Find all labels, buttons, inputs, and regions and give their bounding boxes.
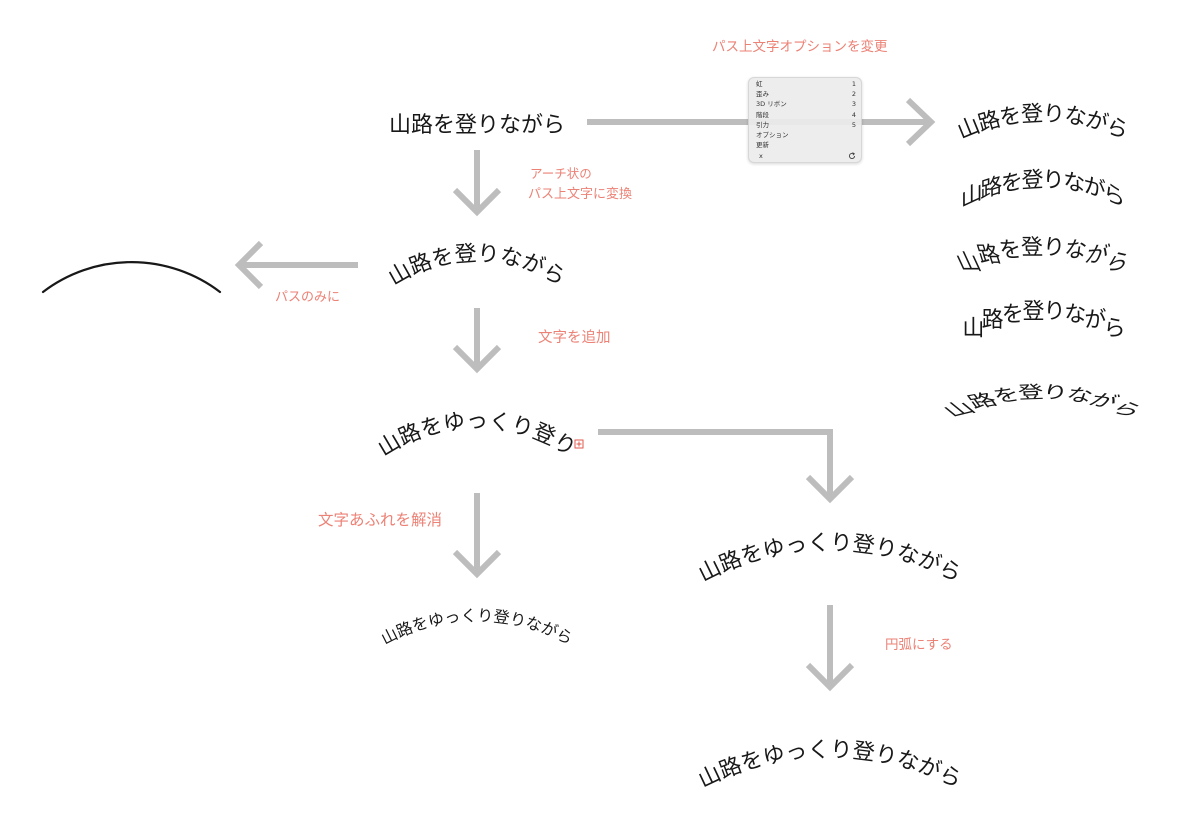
circular-arc-text[interactable]: 山路をゆっくり登りながら [695,738,966,794]
effect-glyph: を [990,385,1023,407]
effect-result-skew[interactable]: 山路を登りながら [961,168,1125,214]
effect-glyph: 登 [1022,168,1044,194]
annotation-path-only: パスのみに [275,290,340,305]
effect-item-rainbow[interactable]: 虹 1 [756,79,856,89]
effect-label: 3D リボン [756,100,787,109]
arrow-to-path-only [234,240,358,290]
reset-icon[interactable] [848,152,856,160]
effect-glyph: 山 [961,179,983,214]
annotation-change-options: パス上文字オプションを変更 [712,38,888,55]
effect-glyph: が [1084,390,1123,413]
effect-glyph: を [1002,302,1024,327]
effect-glyph: が [1084,308,1106,333]
effect-glyph: り [1043,299,1065,324]
effect-item-stair-step[interactable]: 階段 4 [756,110,856,120]
text-overflow-icon[interactable] [574,439,584,449]
effect-glyph: 登 [1020,235,1044,260]
panel-footer: x [756,151,856,161]
arched-text[interactable]: 山路を登りながら [384,242,569,291]
effect-glyph: 登 [1022,299,1044,324]
effect-shortcut: 3 [851,100,856,109]
effect-glyph: を [1001,168,1023,198]
update-menu-item[interactable]: 更新 [756,140,856,150]
circular-text-container[interactable]: 山路をゆっくり登りながら [695,738,966,794]
effect-glyph: 山 [962,317,984,342]
effect-glyph: が [1084,172,1106,204]
effect-label: 歪み [756,90,769,99]
effect-glyph: 路 [964,390,1003,413]
overflowing-text[interactable]: 山路をゆっくり登り [374,409,580,462]
effect-glyph: り [1043,168,1065,194]
effect-result-stair-step[interactable]: 山路を登りながら [962,299,1125,341]
update-label: 更新 [756,141,769,150]
close-button[interactable]: x [759,152,763,161]
arrow-to-arch [452,150,502,217]
options-menu-item[interactable]: オプション [756,130,856,140]
effect-glyph: 登 [1017,383,1045,404]
effect-result-gravity[interactable]: 山路を登りながら [937,383,1150,421]
annotation-convert-line1: アーチ状の [530,166,592,181]
path-text-options-panel: 虹 1 歪み 2 3D リボン 3 階段 4 引力 5 オプション 更新 x [748,77,862,163]
overflowing-text-container[interactable]: 山路をゆっくり登り [374,409,580,462]
effect-glyph: な [1063,103,1089,131]
effect-glyph: を [998,103,1024,131]
effect-label: 虹 [756,80,763,88]
arrow-to-add-text [452,308,502,374]
annotation-make-arc: 円弧にする [885,637,953,653]
effect-label: 階段 [756,110,769,119]
resolved-text[interactable]: 山路をゆっくり登りながら [378,606,576,648]
arrow-to-widened-arch [598,429,855,504]
widened-text-container[interactable]: 山路をゆっくり登りながら [695,531,965,588]
effect-glyph: な [1062,237,1089,263]
effect-item-3d-ribbon[interactable]: 3D リボン 3 [756,99,856,109]
effect-glyph: り [1041,383,1069,404]
effect-glyph: な [1063,385,1096,407]
effect-result-rainbow[interactable]: 山路を登りながら [954,102,1132,145]
effect-glyph: ら [1103,179,1125,214]
arched-text-container[interactable]: 山路を登りながら [384,242,569,291]
arrow-to-resolve-overflow [452,493,502,579]
arc-path[interactable] [41,261,222,294]
annotation-convert-line2: パス上文字に変換 [528,186,632,202]
effect-item-gravity[interactable]: 引力 5 [756,120,856,130]
effect-glyph: な [1064,302,1086,327]
arrow-to-circular-arc [805,605,855,692]
effect-glyph: 路 [980,172,1002,204]
effect-glyph: を [997,237,1024,263]
effect-glyph: り [1042,102,1065,128]
annotation-resolve-overflow: 文字あふれを解消 [318,511,442,529]
effect-label: 引力 [756,120,769,129]
resolved-text-container[interactable]: 山路をゆっくり登りながら [378,606,576,648]
effect-glyph: 路 [982,308,1004,333]
effect-shortcut: 1 [851,80,856,88]
annotation-add-text: 文字を追加 [538,329,611,346]
effect-item-skew[interactable]: 歪み 2 [756,89,856,99]
options-label: オプション [756,130,789,139]
effect-glyph: 登 [1020,102,1043,128]
effect-shortcut: 5 [851,120,856,129]
effect-shortcut: 4 [851,110,856,119]
effect-shortcut: 2 [851,90,856,99]
effect-glyph: り [1042,235,1066,260]
original-text[interactable]: 山路を登りながら [389,113,565,138]
effect-glyph: ら [1104,317,1126,342]
effect-result-3d-ribbon[interactable]: 山路を登りながら [952,235,1134,275]
effect-glyph: な [1063,168,1085,198]
widened-arch-text[interactable]: 山路をゆっくり登りながら [695,531,965,588]
